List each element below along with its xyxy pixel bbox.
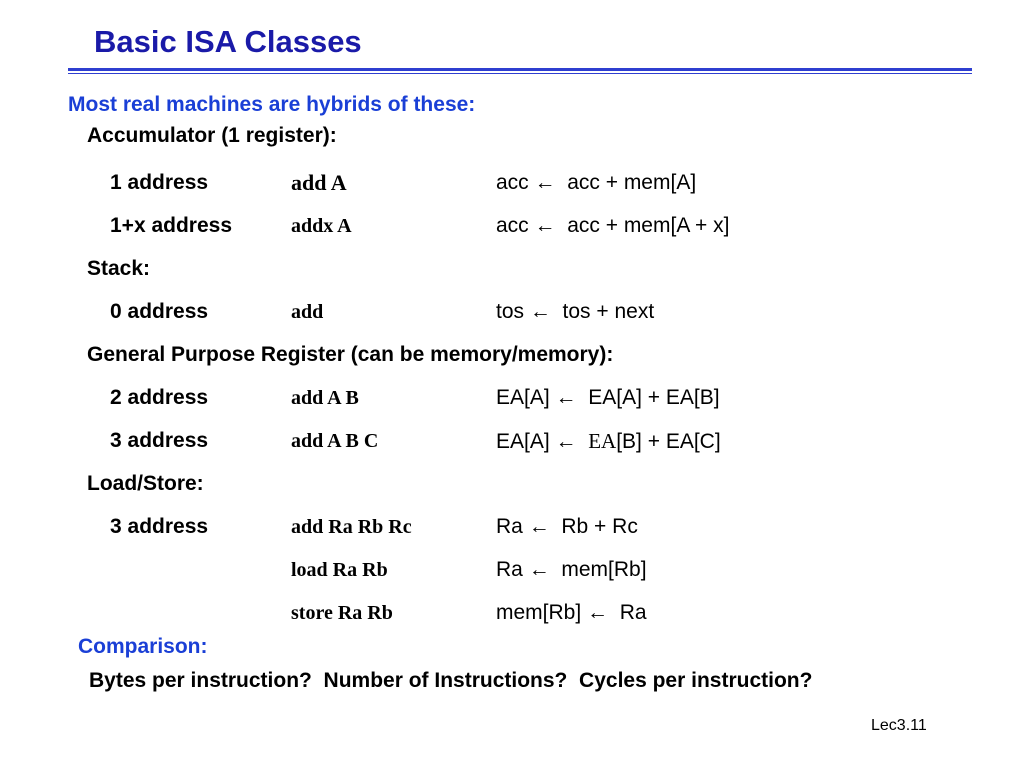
instruction: add Ra Rb Rc (291, 516, 412, 538)
isa-row-3-address-loadstore: 3 address add Ra Rb Rc Ra ← Rb + Rc (0, 515, 1024, 545)
operation: mem[Rb] ← Ra (496, 601, 647, 624)
left-arrow-icon: ← (534, 171, 556, 194)
operation: acc ← acc + mem[A + x] (496, 214, 730, 237)
title-divider (68, 68, 972, 71)
left-arrow-icon: ← (534, 214, 556, 237)
operation: Ra ← mem[Rb] (496, 558, 647, 581)
title-divider-thin (68, 73, 972, 74)
left-arrow-icon: ← (555, 430, 577, 453)
left-arrow-icon: ← (528, 515, 550, 538)
instruction: store Ra Rb (291, 602, 393, 624)
address-label: 3 address (110, 429, 209, 452)
left-arrow-icon: ← (529, 300, 551, 323)
isa-row-load: load Ra Rb Ra ← mem[Rb] (0, 558, 1024, 588)
operation: EA[A] ← EA[B] + EA[C] (496, 429, 721, 453)
instruction: load Ra Rb (291, 559, 388, 581)
isa-row-3-address: 3 address add A B C EA[A] ← EA[B] + EA[C… (0, 429, 1024, 459)
instruction: add A (291, 170, 347, 195)
operation: EA[A] ← EA[A] + EA[B] (496, 386, 720, 409)
operation: Ra ← Rb + Rc (496, 515, 638, 538)
address-label: 0 address (110, 300, 209, 323)
isa-row-2-address: 2 address add A B EA[A] ← EA[A] + EA[B] (0, 386, 1024, 416)
instruction: addx A (291, 215, 352, 237)
operation: tos ← tos + next (496, 300, 655, 323)
slide-footer: Lec3.11 (871, 717, 927, 734)
instruction: add A B (291, 387, 359, 409)
section-general-purpose-register: General Purpose Register (can be memory/… (87, 343, 614, 366)
address-label: 1+x address (110, 214, 233, 237)
left-arrow-icon: ← (555, 386, 577, 409)
address-label: 1 address (110, 171, 209, 194)
slide-subtitle: Most real machines are hybrids of these: (68, 93, 476, 116)
left-arrow-icon: ← (587, 601, 609, 624)
address-label: 3 address (110, 515, 209, 538)
section-load-store: Load/Store: (87, 472, 204, 495)
instruction: add A B C (291, 430, 379, 452)
isa-row-0-address: 0 address add tos ← tos + next (0, 300, 1024, 330)
isa-row-1x-address: 1+x address addx A acc ← acc + mem[A + x… (0, 214, 1024, 244)
instruction: add (291, 301, 324, 323)
comparison-heading: Comparison: (78, 635, 208, 658)
address-label: 2 address (110, 386, 209, 409)
section-accumulator: Accumulator (1 register): (87, 124, 337, 147)
comparison-questions: Bytes per instruction? Number of Instruc… (89, 669, 813, 692)
isa-row-store: store Ra Rb mem[Rb] ← Ra (0, 601, 1024, 631)
section-stack: Stack: (87, 257, 151, 280)
slide-title: Basic ISA Classes (94, 24, 362, 59)
left-arrow-icon: ← (528, 558, 550, 581)
operation: acc ← acc + mem[A] (496, 171, 697, 194)
isa-row-1-address: 1 address add A acc ← acc + mem[A] (0, 170, 1024, 201)
